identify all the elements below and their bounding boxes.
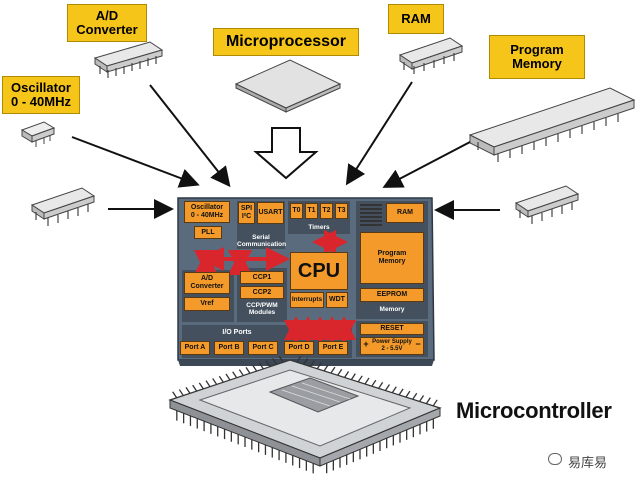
block-port-d: Port D: [284, 341, 314, 355]
plus-icon: +: [363, 339, 369, 349]
timers-label: Timers: [308, 224, 330, 231]
block-ccp1: CCP1: [240, 271, 284, 284]
block-port-a: Port A: [180, 341, 210, 355]
block-program-memory: Program Memory: [360, 232, 424, 284]
watermark: 易库易: [568, 455, 608, 470]
block-port-e: Port E: [318, 341, 348, 355]
label-ad-converter: A/D Converter: [67, 4, 147, 42]
ad-converter-chip: [93, 41, 164, 78]
block-ad-converter: A/D Converter: [184, 272, 230, 294]
io-ports-label: I/O Ports: [222, 329, 252, 336]
block-wdt: WDT: [326, 292, 348, 308]
label-microprocessor: Microprocessor: [213, 28, 359, 56]
block-ccp2: CCP2: [240, 286, 284, 299]
block-reset: RESET: [360, 323, 424, 335]
block-interrupts: Interrupts: [290, 292, 324, 308]
block-t1: T1: [305, 203, 318, 219]
ram-chip: [398, 37, 464, 74]
label-program-memory: Program Memory: [489, 35, 585, 79]
block-vref: Vref: [184, 297, 230, 311]
serial-comm-label: Serial Communication: [237, 234, 287, 249]
label-oscillator: Oscillator 0 - 40MHz: [2, 76, 80, 114]
block-oscillator: Oscillator 0 - 40MHz: [184, 201, 230, 223]
label-ram: RAM: [388, 4, 444, 34]
block-cpu: CPU: [290, 252, 348, 290]
block-t0: T0: [290, 203, 303, 219]
microprocessor-chip: [234, 59, 342, 113]
microcontroller-chip: [168, 355, 442, 474]
program-memory-chip: [468, 87, 636, 162]
right-dip-chip: [514, 185, 580, 224]
connection-arrows: [71, 81, 500, 220]
microcontroller-title: Microcontroller: [456, 398, 612, 423]
left-dip-chip: [30, 187, 96, 226]
bus-arrows: [194, 230, 356, 344]
block-port-c: Port C: [248, 341, 278, 355]
minus-icon: −: [415, 339, 421, 349]
oscillator-chip: [20, 121, 56, 147]
block-usart: USART: [257, 202, 284, 224]
memory-label: Memory: [379, 306, 405, 313]
block-spi: SPI I²C: [238, 202, 255, 224]
block-t2: T2: [320, 203, 333, 219]
block-ram: RAM: [386, 203, 424, 223]
block-t3: T3: [335, 203, 348, 219]
block-eeprom: EEPROM: [360, 288, 424, 302]
wechat-icon: [548, 453, 562, 465]
ccp-pwm-label: CCP/PWM Modules: [246, 302, 278, 317]
memory-stripes: [360, 204, 382, 226]
down-arrow-icon: [253, 127, 319, 180]
block-port-b: Port B: [214, 341, 244, 355]
block-power-supply: Power Supply 2 - 5.5V: [360, 337, 424, 355]
block-pll: PLL: [194, 226, 222, 239]
